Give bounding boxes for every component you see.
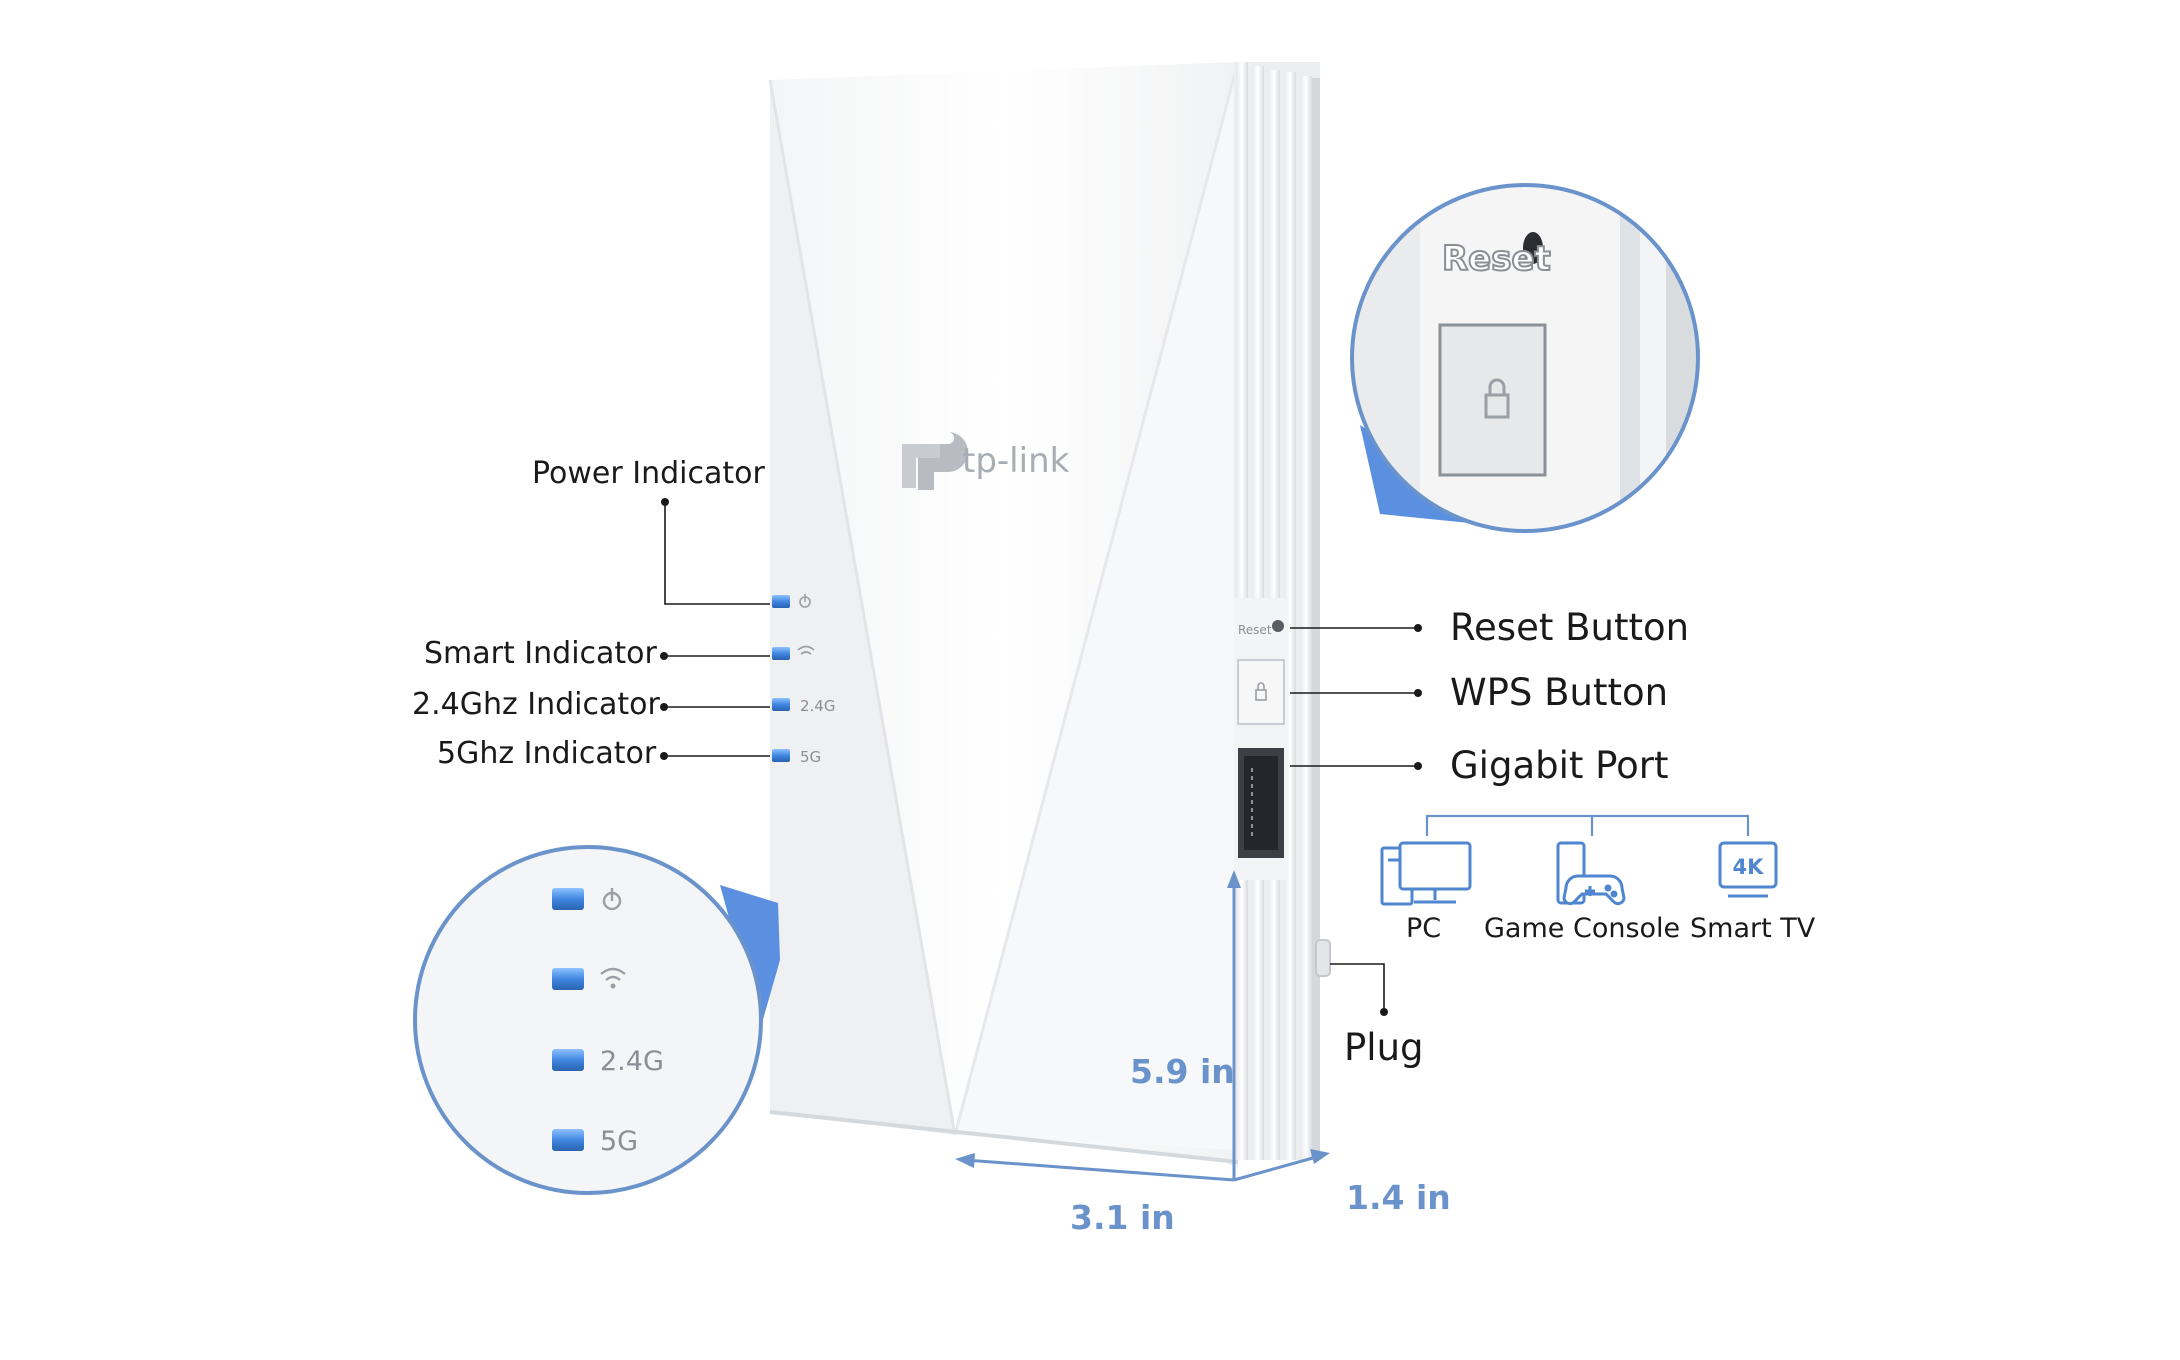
led-zoom: 2.4G 5G bbox=[413, 845, 780, 1195]
reset-tiny-text: Reset bbox=[1238, 623, 1272, 637]
smart-tv-icon: 4K bbox=[1718, 841, 1778, 898]
extender-body bbox=[768, 61, 1240, 1168]
tv-badge-text: 4K bbox=[1733, 855, 1765, 879]
plug-nub bbox=[1315, 939, 1331, 977]
led-indicators: 2.4G 5G bbox=[772, 594, 835, 766]
tp-link-wordmark: tp-link bbox=[962, 441, 1070, 481]
wps-button-small bbox=[1237, 659, 1285, 725]
zoom-led24-text: 2.4G bbox=[600, 1046, 664, 1077]
pc-icon bbox=[1380, 841, 1472, 906]
right-leader-lines bbox=[1290, 627, 1418, 1012]
zoom-led5-text: 5G bbox=[600, 1126, 638, 1157]
game-console-icon bbox=[1556, 841, 1626, 906]
game-console-label: Game Console bbox=[1484, 913, 1681, 944]
depth-dimension: 1.4 in bbox=[1346, 1178, 1451, 1217]
reset-wps-zoom: Reset bbox=[1350, 183, 1700, 533]
plug-label: Plug bbox=[1344, 1026, 1424, 1069]
gigabit-port-small bbox=[1238, 748, 1284, 858]
gigabit-port-label: Gigabit Port bbox=[1450, 744, 1669, 787]
height-dimension: 5.9 in bbox=[1130, 1052, 1235, 1091]
smart-indicator-label: Smart Indicator bbox=[424, 636, 657, 671]
pc-label: PC bbox=[1406, 913, 1442, 944]
reset-button-label: Reset Button bbox=[1450, 606, 1690, 649]
width-dimension: 3.1 in bbox=[1070, 1198, 1175, 1237]
smart-tv-label: Smart TV bbox=[1690, 913, 1816, 944]
left-leader-lines bbox=[664, 502, 770, 757]
led5-text: 5G bbox=[800, 748, 821, 766]
side-vent-fins bbox=[1234, 62, 1320, 1160]
reset-zoom-text: Reset bbox=[1442, 239, 1551, 279]
g5-indicator-label: 5Ghz Indicator bbox=[437, 736, 657, 771]
reset-button-small: Reset bbox=[1238, 620, 1284, 637]
device-bracket bbox=[1425, 814, 1750, 836]
power-indicator-label: Power Indicator bbox=[532, 456, 765, 491]
dimension-arrows bbox=[955, 870, 1330, 1182]
tp-link-logo bbox=[902, 432, 968, 490]
g24-indicator-label: 2.4Ghz Indicator bbox=[412, 687, 660, 722]
led24-text: 2.4G bbox=[800, 697, 835, 715]
wps-button-label: WPS Button bbox=[1450, 671, 1669, 714]
